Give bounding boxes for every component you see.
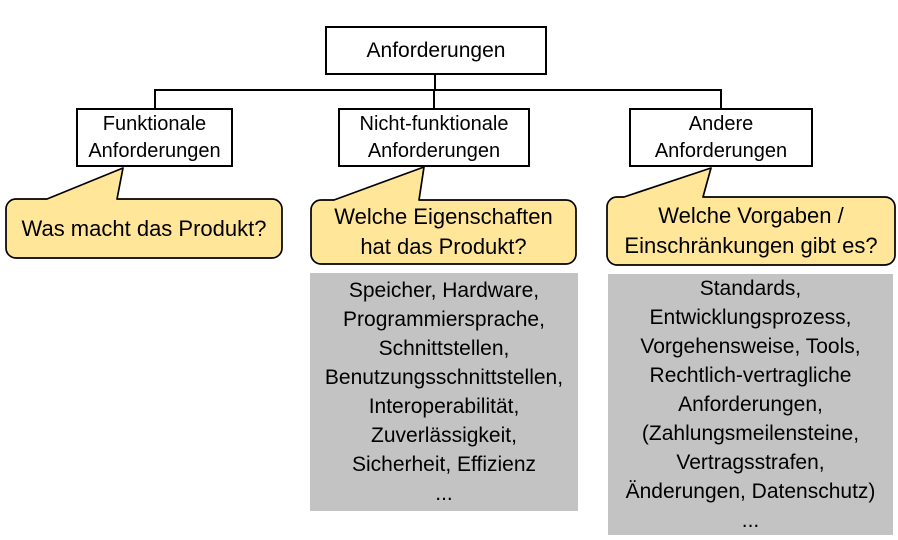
speech-bubble-shape (606, 167, 896, 266)
node-anforderungen: Anforderungen (325, 26, 547, 75)
connector-drop-funktionale (154, 89, 156, 108)
callout-bubble-nicht-funktionale (310, 166, 577, 265)
callout-bubble-funktionale (5, 167, 283, 259)
callout-text-nicht-funktionale: Welche Eigenschaften hat das Produkt? (334, 204, 553, 259)
callout-bubble-andere (606, 167, 896, 266)
detail-box-andere: Standards, Entwicklungsprozess, Vorgehen… (608, 274, 893, 535)
node-nicht-funktionale-anforderungen: Nicht-funktionale Anforderungen (338, 108, 530, 167)
detail-box-nicht-funktionale: Speicher, Hardware, Programmiersprache, … (310, 273, 578, 511)
connector-drop-nicht-funktionale (433, 89, 435, 108)
speech-bubble-shape (5, 167, 283, 259)
speech-bubble-shape (310, 166, 577, 265)
connector-drop-andere (720, 89, 722, 108)
connector-root-stem (434, 74, 436, 90)
node-funktionale-anforderungen: Funktionale Anforderungen (76, 108, 233, 167)
connector-horizontal-bar (154, 89, 722, 91)
callout-text-andere: Welche Vorgaben / Einschränkungen gibt e… (624, 203, 878, 258)
node-andere-anforderungen: Andere Anforderungen (629, 108, 813, 167)
callout-text-funktionale: Was macht das Produkt? (21, 215, 267, 241)
